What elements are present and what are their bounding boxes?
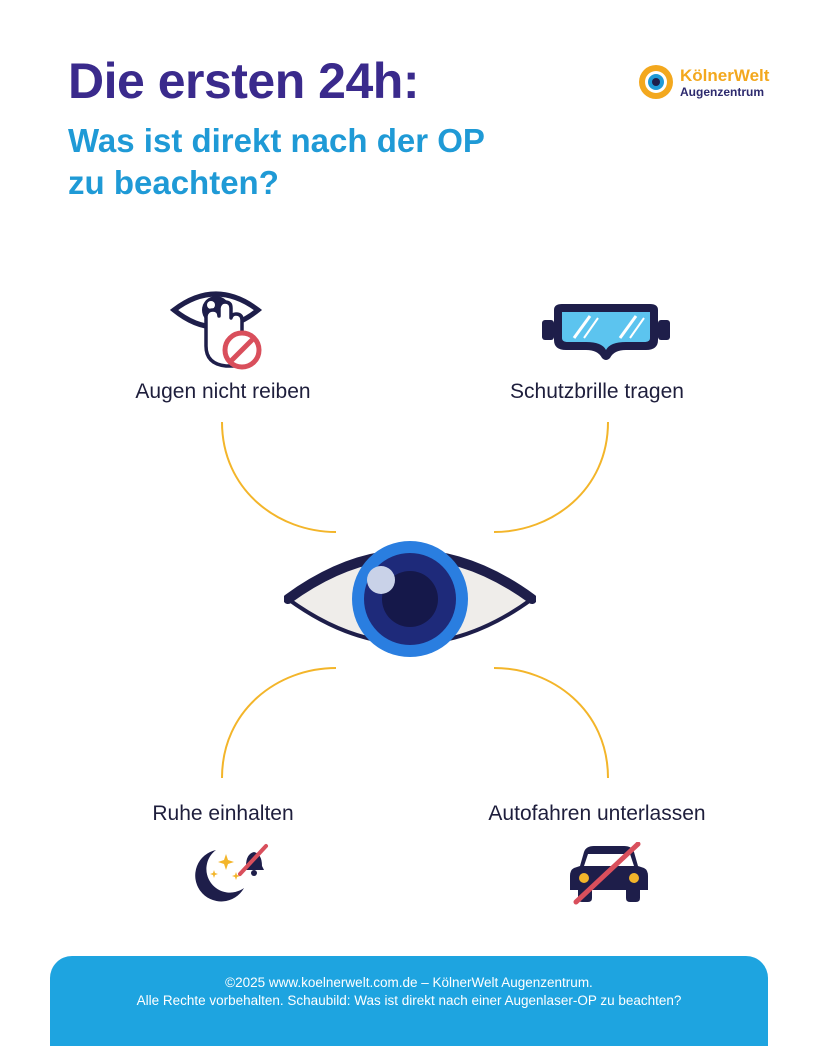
eye-logo-icon (639, 65, 673, 99)
moon-stars-no-bell-icon (195, 844, 268, 902)
connector-top-right (493, 421, 609, 533)
eye-icon (284, 541, 536, 657)
page-subtitle: Was ist direkt nach der OP zu beachten? (68, 122, 485, 201)
page-title: Die ersten 24h: (68, 53, 419, 109)
brand-logo[interactable]: KölnerWelt Augenzentrum (638, 64, 769, 100)
tip-label-autofahren-unterlassen: Autofahren unterlassen (488, 802, 706, 825)
tip-label-augen-nicht-reiben: Augen nicht reiben (135, 380, 311, 403)
footer-banner: ©2025 www.koelnerwelt.com.de – KölnerWel… (50, 956, 768, 1046)
connector-lines (221, 421, 609, 779)
no-car-icon (570, 842, 648, 905)
logo-name: KölnerWelt (680, 65, 770, 85)
connector-bottom-left (221, 667, 337, 779)
connector-top-left (221, 421, 337, 533)
tip-label-ruhe-einhalten: Ruhe einhalten (152, 802, 294, 825)
logo-subtitle: Augenzentrum (680, 84, 764, 99)
tip-label-schutzbrille-tragen: Schutzbrille tragen (510, 380, 684, 403)
connector-bottom-right (493, 667, 609, 779)
footer-rights: Alle Rechte vorbehalten. Schaubild: Was … (136, 992, 682, 1008)
eye-hand-no-rub-icon (170, 291, 263, 370)
goggles-icon (542, 304, 670, 360)
footer-copyright: ©2025 www.koelnerwelt.com.de – KölnerWel… (225, 975, 593, 990)
